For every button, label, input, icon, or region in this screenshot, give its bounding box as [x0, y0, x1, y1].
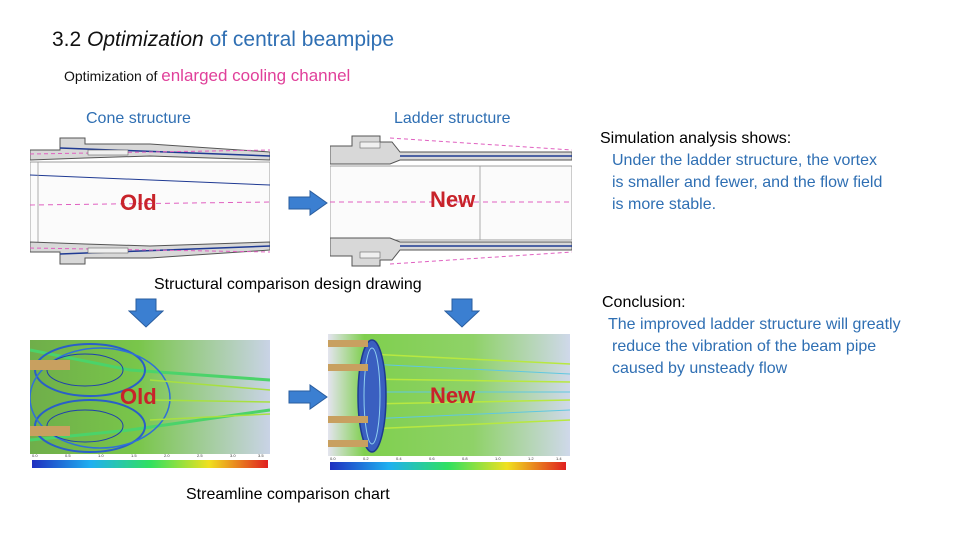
conclusion-line: caused by unsteady flow	[612, 360, 788, 377]
colorbar-tick: 1.0	[495, 456, 501, 461]
subtitle-highlight: enlarged cooling channel	[161, 66, 351, 85]
colorbar-tick: 3.0	[230, 453, 236, 458]
simulation-line: is more stable.	[612, 196, 717, 213]
title-part3: of central beampipe	[203, 28, 395, 51]
cone-structure-drawing	[30, 130, 270, 272]
title-part2: Optimization	[87, 28, 204, 51]
colorbar-tick: 1.4	[556, 456, 562, 461]
old-label-top: Old	[120, 190, 157, 215]
right-arrow-icon	[288, 190, 328, 216]
colorbar-tick: 3.5	[258, 453, 264, 458]
colorbar-tick: 0.8	[462, 456, 468, 461]
ladder-structure-drawing	[330, 130, 572, 272]
colorbar-tick: 1.2	[528, 456, 534, 461]
colorbar-tick: 0.0	[32, 453, 38, 458]
down-arrow-icon	[444, 298, 480, 328]
colorbar-tick: 1.0	[98, 453, 104, 458]
old-label-bottom: Old	[120, 384, 157, 409]
streamline-old-image: 0.0 0.5 1.0 1.5 2.0 2.5 3.0 3.5	[30, 340, 270, 478]
conclusion-heading: Conclusion:	[602, 294, 686, 311]
colorbar-tick: 2.0	[164, 453, 170, 458]
conclusion-line: reduce the vibration of the beam pipe	[612, 338, 877, 355]
cone-structure-label: Cone structure	[86, 110, 191, 127]
title-part1: 3.2	[52, 28, 88, 51]
colorbar-tick: 0.0	[330, 456, 336, 461]
colorbar-tick: 0.2	[363, 456, 369, 461]
simulation-heading: Simulation analysis shows:	[600, 130, 792, 147]
streamline-caption: Streamline comparison chart	[186, 486, 390, 503]
subtitle: Optimization of enlarged cooling channel	[64, 66, 350, 86]
right-arrow-icon	[288, 384, 328, 410]
colorbar-tick: 2.5	[197, 453, 203, 458]
colorbar-tick: 1.5	[131, 453, 137, 458]
simulation-line: Under the ladder structure, the vortex	[612, 152, 878, 169]
new-label-bottom: New	[430, 383, 476, 408]
subtitle-prefix: Optimization of	[64, 68, 162, 84]
colorbar-tick: 0.6	[429, 456, 435, 461]
colorbar-tick: 0.5	[65, 453, 71, 458]
structural-caption: Structural comparison design drawing	[154, 276, 422, 293]
down-arrow-icon	[128, 298, 164, 328]
page-title: 3.2 Optimization of central beampipe	[52, 28, 394, 52]
new-label-top: New	[430, 187, 476, 212]
ladder-structure-label: Ladder structure	[394, 110, 511, 127]
colorbar-tick: 0.4	[396, 456, 402, 461]
simulation-line: is smaller and fewer, and the flow field	[612, 174, 883, 191]
conclusion-line: The improved ladder structure will great…	[608, 316, 901, 333]
conclusion-text-block: Conclusion: The improved ladder structur…	[602, 292, 901, 380]
simulation-text-block: Simulation analysis shows: Under the lad…	[600, 128, 882, 216]
streamline-new-image: 0.0 0.2 0.4 0.6 0.8 1.0 1.2 1.4	[328, 334, 570, 478]
